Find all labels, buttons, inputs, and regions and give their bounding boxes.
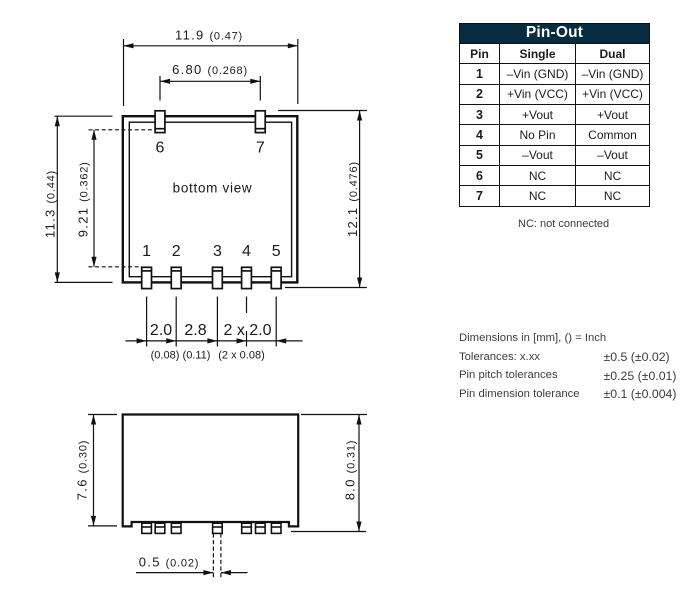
svg-text:2.0: 2.0 (150, 322, 172, 339)
svg-text:7.6 (0.30): 7.6 (0.30) (75, 440, 90, 500)
svg-text:2.8: 2.8 (184, 322, 206, 339)
svg-text:1: 1 (142, 243, 151, 260)
svg-text:6: 6 (156, 140, 165, 157)
svg-text:11.9 (0.47): 11.9 (0.47) (175, 28, 243, 43)
svg-text:0.5 (0.02): 0.5 (0.02) (139, 555, 199, 570)
svg-text:(0.11): (0.11) (183, 350, 211, 362)
svg-text:5: 5 (272, 243, 281, 260)
svg-text:7: 7 (256, 140, 265, 157)
svg-text:(0.08): (0.08) (151, 350, 180, 362)
svg-text:3: 3 (213, 243, 222, 260)
svg-text:4: 4 (242, 243, 251, 260)
svg-text:9.21 (0.362): 9.21 (0.362) (76, 161, 91, 237)
svg-text:bottom view: bottom view (173, 181, 253, 196)
svg-text:8.0 (0.31): 8.0 (0.31) (343, 440, 358, 500)
svg-text:6.80 (0.268): 6.80 (0.268) (172, 62, 248, 77)
svg-text:11.3 (0.44): 11.3 (0.44) (43, 170, 58, 238)
svg-text:2: 2 (172, 243, 181, 260)
svg-text:2 x 2.0: 2 x 2.0 (223, 322, 271, 339)
svg-text:(2 x 0.08): (2 x 0.08) (218, 350, 264, 362)
svg-text:12.1 (0.476): 12.1 (0.476) (345, 161, 360, 237)
